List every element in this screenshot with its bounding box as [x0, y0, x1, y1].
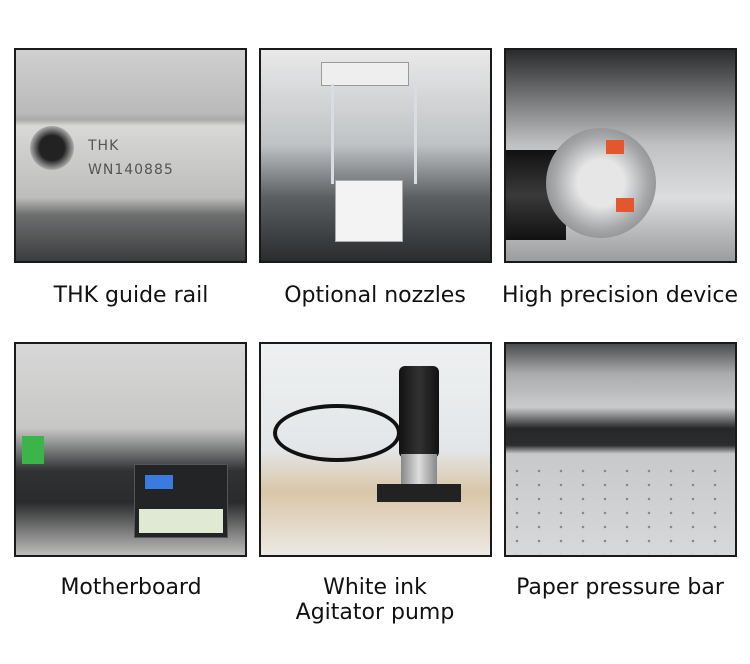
photo-thk-guide-rail: THK WN140885: [14, 48, 247, 263]
caption-white-ink-agitator-pump: White ink Agitator pump: [250, 575, 500, 625]
photo-white-ink-agitator-pump: [259, 342, 492, 557]
control-panel: [134, 464, 228, 538]
damper-block: [335, 180, 403, 242]
rail-serial-mark: WN140885: [88, 162, 174, 178]
coupling: [546, 128, 656, 238]
caption-motherboard: Motherboard: [60, 575, 202, 600]
caption-paper-pressure-bar: Paper pressure bar: [516, 575, 724, 600]
photo-high-precision-device: [504, 48, 737, 263]
platen-holes: [506, 464, 735, 554]
caption-line-2: Agitator pump: [295, 600, 455, 625]
caption-line-1: White ink: [323, 575, 427, 600]
rail-brand-mark: THK: [88, 138, 120, 154]
mount-plate: [377, 484, 461, 502]
terminal-block: [22, 436, 44, 464]
caption-thk-guide-rail: THK guide rail: [53, 283, 209, 308]
photo-paper-pressure-bar: [504, 342, 737, 557]
instruction-label: [139, 509, 223, 533]
screw-hole: [30, 126, 74, 170]
ink-tubes: [331, 84, 417, 184]
coupling-insert: [616, 198, 634, 212]
caption-high-precision-device: High precision device: [501, 283, 739, 308]
photo-motherboard: [14, 342, 247, 557]
caption-optional-nozzles: Optional nozzles: [284, 283, 466, 308]
nozzle-manifold: [321, 62, 409, 86]
cable: [273, 404, 401, 462]
photo-optional-nozzles: [259, 48, 492, 263]
coupling-insert: [606, 140, 624, 154]
agitator-motor: [399, 366, 439, 458]
lcd-display: [145, 475, 173, 489]
